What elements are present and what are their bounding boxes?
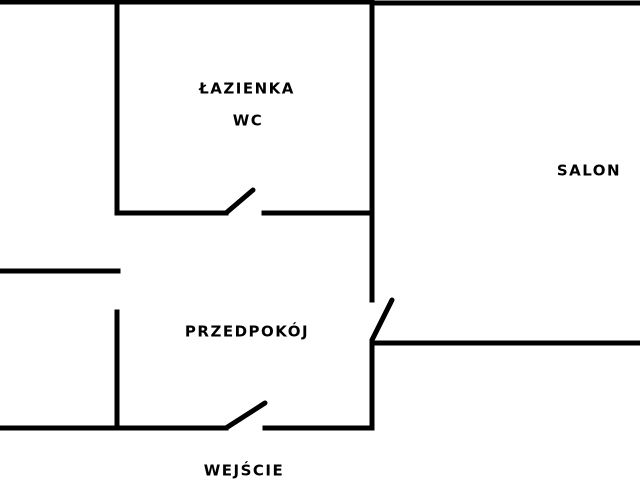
doors (223, 187, 395, 431)
bathroom-door (223, 187, 256, 216)
salon-door (369, 297, 395, 343)
room-labels: ŁAZIENKA WC SALON PRZEDPOKÓJ WEJŚCIE (185, 80, 621, 480)
bathroom-label: ŁAZIENKA (198, 80, 295, 98)
salon-label: SALON (557, 162, 621, 180)
hallway-label: PRZEDPOKÓJ (185, 322, 309, 341)
entrance-door (223, 400, 268, 431)
entrance-label: WEJŚCIE (204, 461, 285, 480)
wc-label: WC (233, 112, 264, 130)
walls (0, 0, 640, 431)
